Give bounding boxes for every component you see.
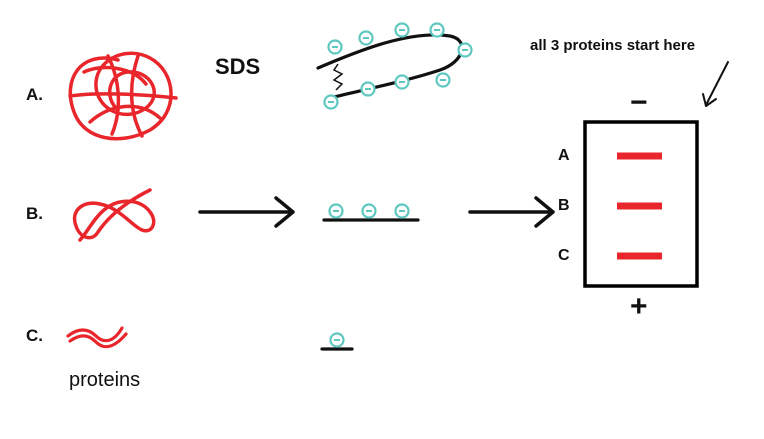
protein-a-icon — [68, 51, 178, 141]
proteins-caption: proteins — [69, 369, 141, 391]
gel-start-caption: all 3 proteins start here — [530, 37, 696, 54]
negative-electrode-sign: − — [630, 86, 648, 119]
gel-box — [583, 120, 699, 288]
sds-coated-protein-a — [316, 22, 473, 110]
positive-electrode-sign: + — [630, 290, 648, 323]
protein-b-icon — [72, 188, 156, 242]
sds-coated-protein-b — [322, 203, 420, 222]
sds-coated-protein-c — [320, 332, 354, 351]
sds-label: SDS — [215, 54, 261, 79]
pointer-arrow-icon — [702, 61, 729, 107]
right-arrow-icon — [468, 196, 555, 228]
lane-c-label: C — [558, 247, 570, 264]
lane-a-label: A — [558, 147, 570, 164]
protein-b-label: B. — [26, 204, 43, 223]
gel-bands — [617, 152, 662, 260]
right-arrow-icon — [198, 196, 295, 228]
protein-c-label: C. — [26, 326, 43, 345]
protein-c-icon — [66, 326, 128, 349]
protein-a-label: A. — [26, 85, 43, 104]
lane-b-label: B — [558, 197, 570, 214]
